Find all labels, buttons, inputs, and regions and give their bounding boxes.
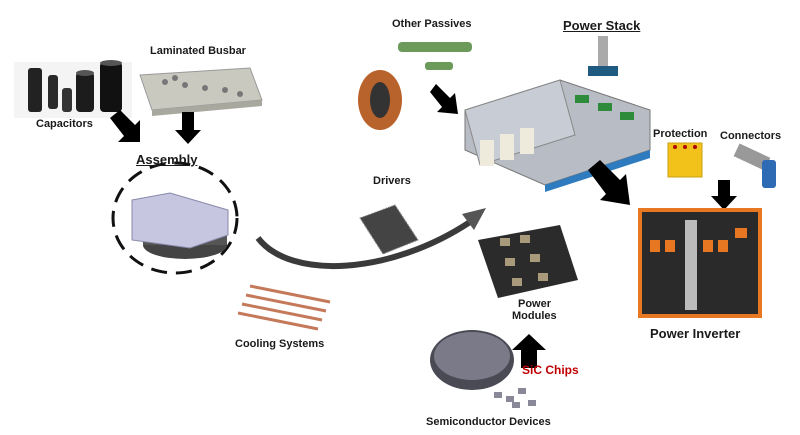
label-power-modules-line2: Modules — [512, 310, 557, 322]
label-capacitors: Capacitors — [36, 118, 93, 130]
arrow-busbar-to-assembly — [175, 112, 201, 144]
connectors-image — [733, 143, 776, 188]
other-passives-image — [358, 42, 472, 130]
power-modules-image — [478, 225, 578, 298]
assembly-dashed-circle — [111, 161, 239, 275]
label-sic-chips: SiC Chips — [522, 363, 579, 377]
label-other-passives: Other Passives — [392, 18, 472, 30]
label-connectors: Connectors — [720, 130, 782, 142]
busbar-image — [139, 67, 263, 116]
label-assembly: Assembly — [136, 152, 198, 167]
label-laminated-busbar: Laminated Busbar — [150, 45, 246, 57]
protection-image — [667, 142, 703, 178]
arrow-stack-to-inverter — [588, 160, 630, 205]
arrow-sic-to-modules — [512, 334, 546, 368]
label-power-stack: Power Stack — [563, 18, 641, 33]
power-stack-image — [464, 36, 651, 192]
power-inverter-image — [638, 208, 762, 318]
label-protection: Protection — [653, 128, 708, 140]
cooling-systems-image — [237, 284, 331, 331]
arrow-passives-to-stack — [430, 84, 458, 114]
label-power-modules-line1: Power — [518, 298, 552, 310]
curve-arrow-to-power-stack — [255, 219, 472, 270]
assembly-image — [131, 192, 229, 259]
label-power-inverter: Power Inverter — [650, 326, 741, 341]
arrow-connectors-to-inverter — [711, 180, 737, 210]
capacitors-image — [14, 60, 132, 118]
label-cooling-systems: Cooling Systems — [235, 338, 325, 350]
arrow-capacitors-to-assembly — [110, 110, 140, 142]
label-semiconductor-devices: Semiconductor Devices — [426, 416, 551, 428]
semiconductor-wafer-image — [430, 330, 536, 408]
label-drivers: Drivers — [373, 175, 411, 187]
drivers-chip-image — [359, 204, 419, 255]
